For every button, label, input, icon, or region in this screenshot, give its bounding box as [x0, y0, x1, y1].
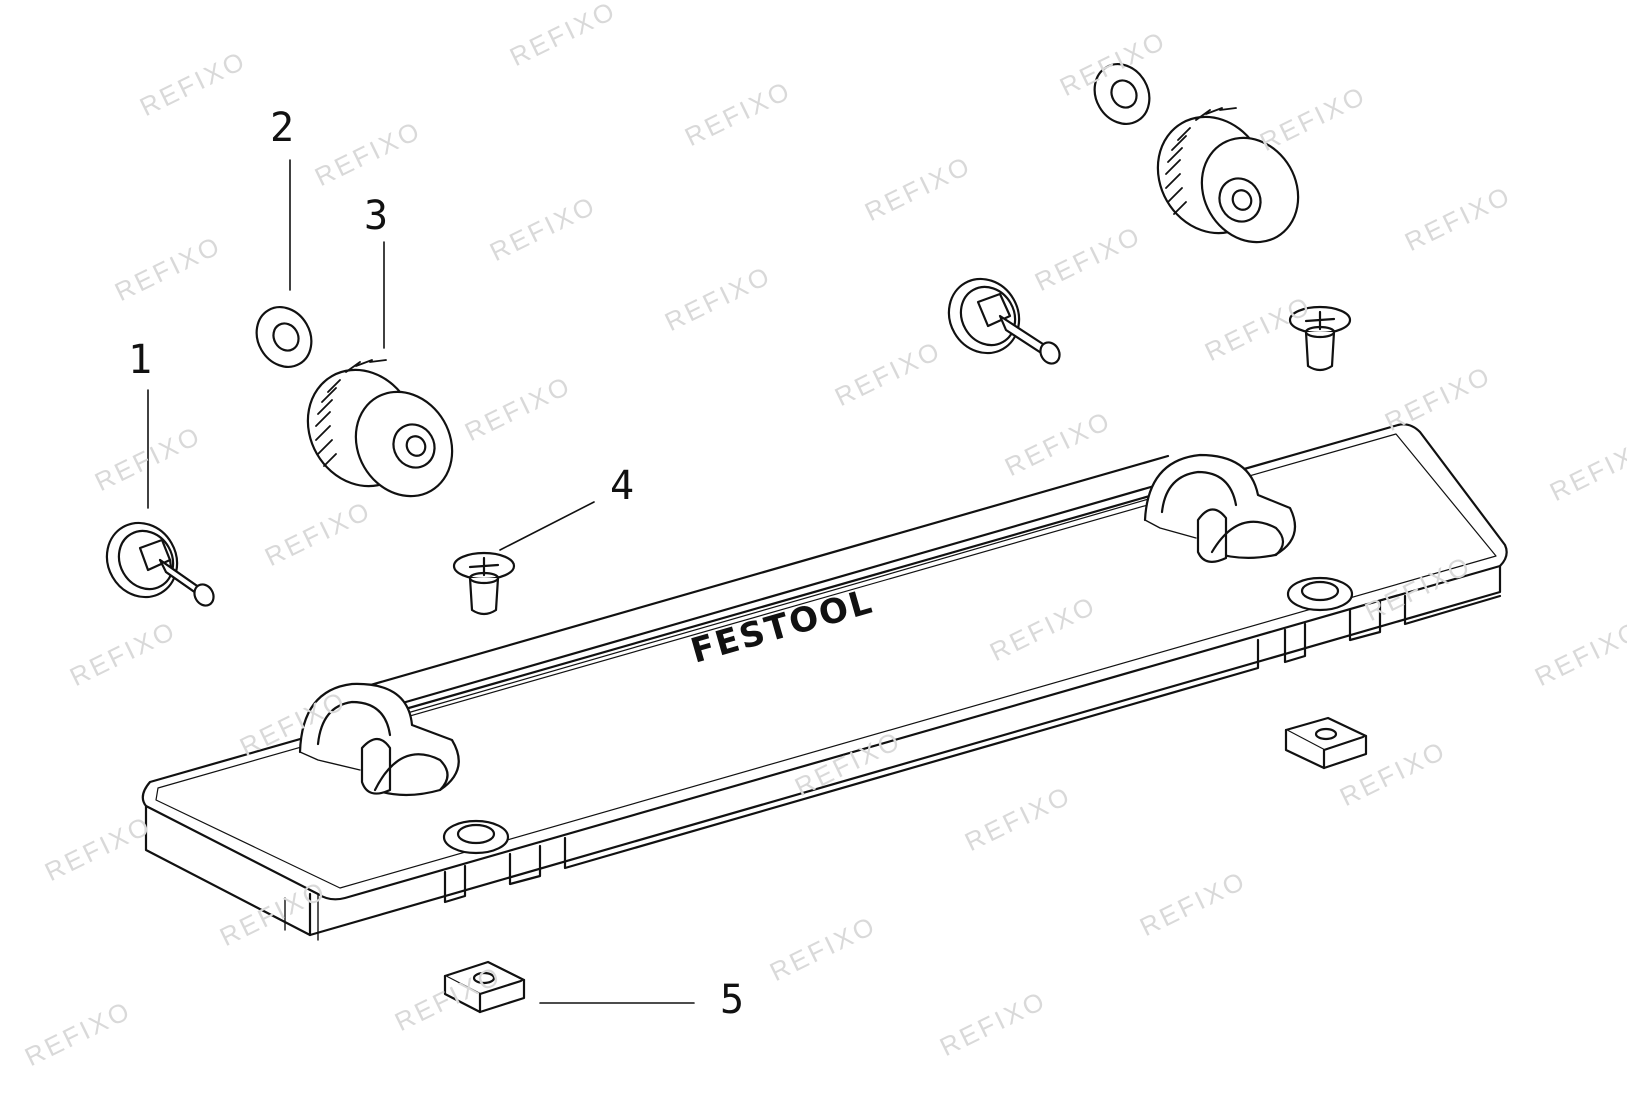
- part-5-nut-back: [1284, 716, 1368, 770]
- part-4-screw-right: [1288, 305, 1352, 372]
- part-3-knob-left: [306, 359, 454, 498]
- callout-1: 1: [128, 337, 153, 383]
- leader-line-4: [499, 501, 595, 551]
- leader-lines: [147, 159, 695, 1004]
- callout-2: 2: [270, 105, 295, 151]
- part-1-bolt-left: [105, 521, 215, 607]
- part-1-bolt-right: [947, 277, 1061, 365]
- part-5-nut-front: [443, 960, 526, 1014]
- part-3-knob-right: [1156, 107, 1300, 244]
- part-2-washer-left: [255, 306, 313, 368]
- base-plate: [141, 423, 1508, 941]
- part-2-washer-right: [1093, 63, 1151, 125]
- part-4-screw-left: [452, 551, 516, 616]
- callout-4: 4: [610, 463, 635, 509]
- callout-5: 5: [720, 977, 745, 1023]
- callout-3: 3: [364, 193, 389, 239]
